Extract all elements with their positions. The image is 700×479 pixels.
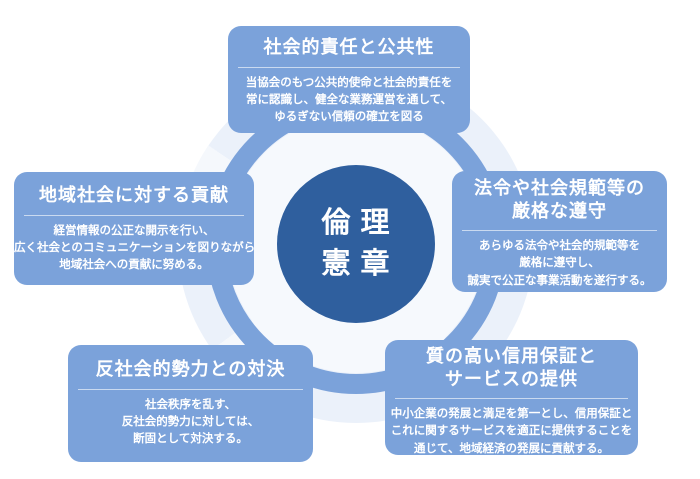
divider-line [78,388,303,390]
divider-line [395,398,628,399]
ethics-charter-circle: 倫 理 憲 章 [277,165,435,323]
center-title: 倫 理 憲 章 [321,207,391,280]
box-body: 社会秩序を乱す、 反社会的勢力に対しては、 断固として対決する。 [121,398,260,446]
box-body: 当協会のもつ公共的使命と社会的責任を 常に認識し、健全な業務運営を通して、 ゆる… [245,76,453,124]
divider-line [462,230,657,231]
principle-box-social-responsibility: 社会的責任と公共性 当協会のもつ公共的使命と社会的責任を 常に認識し、健全な業務… [228,26,470,133]
principle-box-antisocial-forces: 反社会的勢力との対決 社会秩序を乱す、 反社会的勢力に対しては、 断固として対決… [68,345,313,462]
box-title: 社会的責任と公共性 [263,37,435,57]
box-body: あらゆる法令や社会的規範等を 厳格に遵守し、 誠実で公正な事業活動を遂行する。 [467,240,652,287]
principle-box-community-contribution: 地域社会に対する貢献 経営情報の公正な開示を行い、 広く社会とのコミュニケーショ… [14,172,256,285]
box-title: 地域社会に対する貢献 [39,185,229,205]
box-body: 中小企業の発展と満足を第一とし、信用保証と これに関するサービスを適正に提供する… [390,408,633,455]
principle-box-quality-guarantee: 質の高い信用保証と サービスの提供 中小企業の発展と満足を第一とし、信用保証と … [385,340,638,455]
box-title: 法令や社会規範等の 厳格な遵守 [474,178,645,221]
divider-line [238,66,460,68]
box-title: 質の高い信用保証と サービスの提供 [426,346,597,389]
divider-line [24,214,244,216]
box-title: 反社会的勢力との対決 [95,359,286,379]
box-body: 経営情報の公正な開示を行い、 広く社会とのコミュニケーションを図りながら 地域社… [14,224,256,272]
principle-box-legal-compliance: 法令や社会規範等の 厳格な遵守 あらゆる法令や社会的規範等を 厳格に遵守し、 誠… [452,171,667,292]
